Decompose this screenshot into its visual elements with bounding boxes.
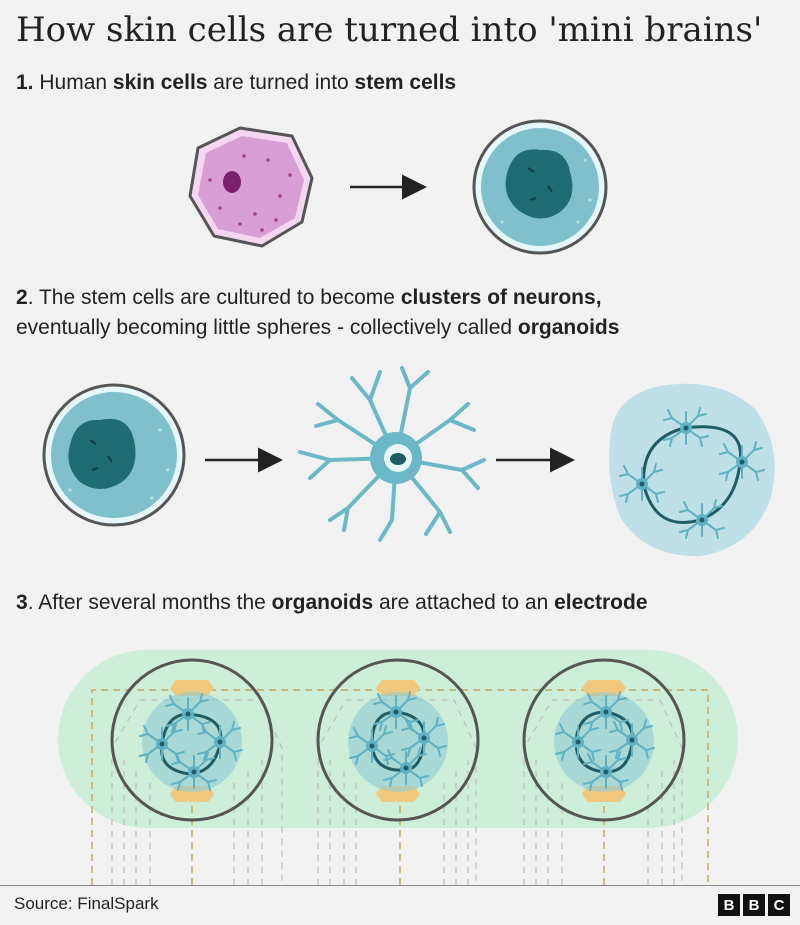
step-2-caption: 2. The stem cells are cultured to become…: [16, 283, 619, 343]
footer-divider: [0, 885, 800, 886]
step-3-text-1: . After several months the: [27, 591, 272, 614]
bbc-logo: B B C: [718, 894, 790, 916]
step-1-bold-1: skin cells: [112, 71, 208, 94]
step-3-bold-1: organoids: [271, 591, 374, 614]
source-label: Source: FinalSpark: [14, 894, 159, 913]
skin-cell-icon: [188, 126, 314, 248]
bbc-logo-letter: C: [768, 894, 790, 916]
step-1-number: 1.: [16, 71, 34, 94]
step-3-bold-2: electrode: [554, 591, 648, 614]
organoid-icon: [609, 383, 775, 557]
step-1-caption: 1. Human skin cells are turned into stem…: [16, 68, 456, 98]
diagram-art: [42, 119, 775, 885]
step-2-text-1: . The stem cells are cultured to become: [27, 286, 401, 309]
electrode-icon: [58, 650, 738, 885]
step-3-text-2: are attached to an: [373, 591, 555, 614]
bbc-logo-letter: B: [743, 894, 765, 916]
step-3-number: 3: [16, 591, 28, 614]
stem-cell-icon: [472, 119, 608, 255]
step-1-text-2: are turned into: [207, 71, 355, 94]
neuron-icon: [298, 366, 486, 542]
step-1-text-1: Human: [33, 71, 113, 94]
step-2-text-2: eventually becoming little spheres - col…: [16, 316, 518, 339]
step-2-bold-2: organoids: [517, 316, 620, 339]
step-2-bold-1: clusters of neurons,: [400, 286, 602, 309]
step-1-bold-2: stem cells: [354, 71, 457, 94]
bbc-logo-letter: B: [718, 894, 740, 916]
step-3-caption: 3. After several months the organoids ar…: [16, 588, 648, 618]
step-2-number: 2: [16, 286, 28, 309]
stem-cell-icon: [42, 383, 186, 527]
page-title: How skin cells are turned into 'mini bra…: [16, 10, 763, 50]
